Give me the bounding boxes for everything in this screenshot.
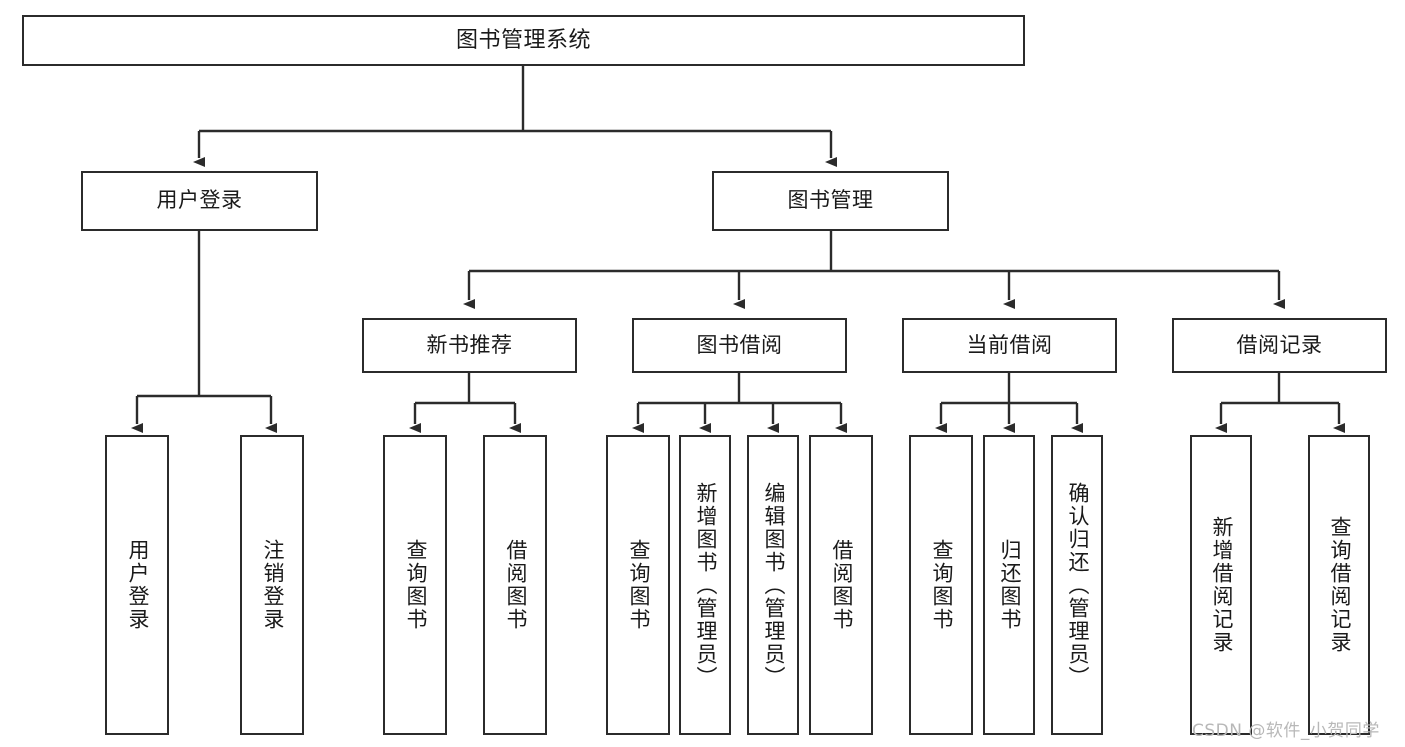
- leaf-current-borrow-confirm[interactable]: 确认归还（管理员）: [1051, 435, 1103, 735]
- node-borrow-record[interactable]: 借阅记录: [1172, 318, 1387, 373]
- leaf-borrow-record-add[interactable]: 新增借阅记录: [1190, 435, 1252, 735]
- leaf-label: 查询图书: [929, 539, 954, 631]
- leaf-label: 确认归还（管理员）: [1065, 481, 1090, 689]
- leaf-book-borrow-add[interactable]: 新增图书（管理员）: [679, 435, 731, 735]
- node-root-system[interactable]: 图书管理系统: [22, 15, 1025, 66]
- leaf-user-login-logout[interactable]: 注销登录: [240, 435, 304, 735]
- leaf-book-borrow-query[interactable]: 查询图书: [606, 435, 670, 735]
- leaf-label: 归还图书: [997, 539, 1022, 631]
- leaf-label: 借阅图书: [829, 539, 854, 631]
- leaf-new-book-query[interactable]: 查询图书: [383, 435, 447, 735]
- node-user-login[interactable]: 用户登录: [81, 171, 318, 231]
- leaf-label: 新增借阅记录: [1209, 516, 1234, 654]
- leaf-user-login-login[interactable]: 用户登录: [105, 435, 169, 735]
- csdn-watermark: CSDN @软件_小贺同学: [1192, 721, 1380, 741]
- leaf-label: 编辑图书（管理员）: [761, 481, 786, 689]
- leaf-label: 用户登录: [125, 539, 150, 631]
- leaf-label: 借阅图书: [503, 539, 528, 631]
- leaf-label: 新增图书（管理员）: [693, 481, 718, 689]
- leaf-book-borrow-borrow[interactable]: 借阅图书: [809, 435, 873, 735]
- leaf-new-book-borrow[interactable]: 借阅图书: [483, 435, 547, 735]
- leaf-label: 查询图书: [626, 539, 651, 631]
- leaf-label: 注销登录: [260, 539, 285, 631]
- node-book-management[interactable]: 图书管理: [712, 171, 949, 231]
- leaf-current-borrow-return[interactable]: 归还图书: [983, 435, 1035, 735]
- leaf-label: 查询借阅记录: [1327, 516, 1352, 654]
- node-new-book-recommend[interactable]: 新书推荐: [362, 318, 577, 373]
- node-book-borrow[interactable]: 图书借阅: [632, 318, 847, 373]
- leaf-book-borrow-edit[interactable]: 编辑图书（管理员）: [747, 435, 799, 735]
- node-current-borrow[interactable]: 当前借阅: [902, 318, 1117, 373]
- leaf-current-borrow-query[interactable]: 查询图书: [909, 435, 973, 735]
- leaf-label: 查询图书: [403, 539, 428, 631]
- leaf-borrow-record-query[interactable]: 查询借阅记录: [1308, 435, 1370, 735]
